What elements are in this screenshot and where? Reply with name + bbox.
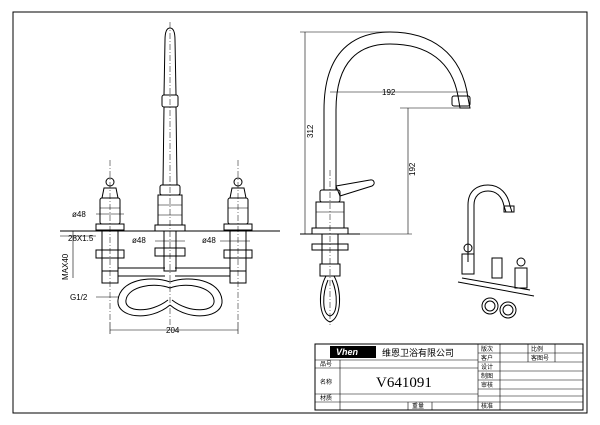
dim-thickness: 28X1.5 <box>68 234 94 243</box>
label-material: 材质 <box>320 394 332 402</box>
dim-spout-dia: ø48 <box>132 236 146 245</box>
dim-left-body-dia: ø48 <box>72 210 86 219</box>
label-no: 品号 <box>320 361 332 368</box>
logo-text: Vhen <box>336 347 359 357</box>
label-drawing: 制图 <box>481 372 493 380</box>
dim-spout-reach: 192 <box>382 88 396 97</box>
company-logo <box>330 346 376 358</box>
label-approve: 核准 <box>481 402 493 410</box>
dim-spout-height: 192 <box>408 162 417 176</box>
dim-thread: G1/2 <box>70 293 88 302</box>
front-view: ø48 28X1.5 ø48 ø48 MAX40 G1/2 204 <box>60 22 280 335</box>
company-name: 维恩卫浴有限公司 <box>382 347 454 359</box>
label-customer-part: 客图号 <box>531 354 549 362</box>
title-block: Vhen 维恩卫浴有限公司 品号 名称 材质 重量 V641091 版次 比例 … <box>314 343 584 411</box>
side-view: 192 312 192 <box>300 31 471 325</box>
label-name: 名称 <box>320 378 332 386</box>
label-weight: 重量 <box>412 402 424 410</box>
label-review: 审核 <box>481 381 493 389</box>
dim-spread-width: 204 <box>166 326 180 335</box>
model-number: V641091 <box>376 375 432 391</box>
dim-max-depth: MAX40 <box>61 253 70 280</box>
dim-right-body-dia: ø48 <box>202 236 216 245</box>
dim-total-height: 312 <box>306 124 315 138</box>
label-version: 版次 <box>481 345 493 353</box>
drawing-frame <box>12 11 588 414</box>
label-scale: 比例 <box>531 345 543 353</box>
label-customer: 客户 <box>481 354 493 362</box>
label-design: 设计 <box>481 363 493 371</box>
isometric-view <box>457 184 535 319</box>
